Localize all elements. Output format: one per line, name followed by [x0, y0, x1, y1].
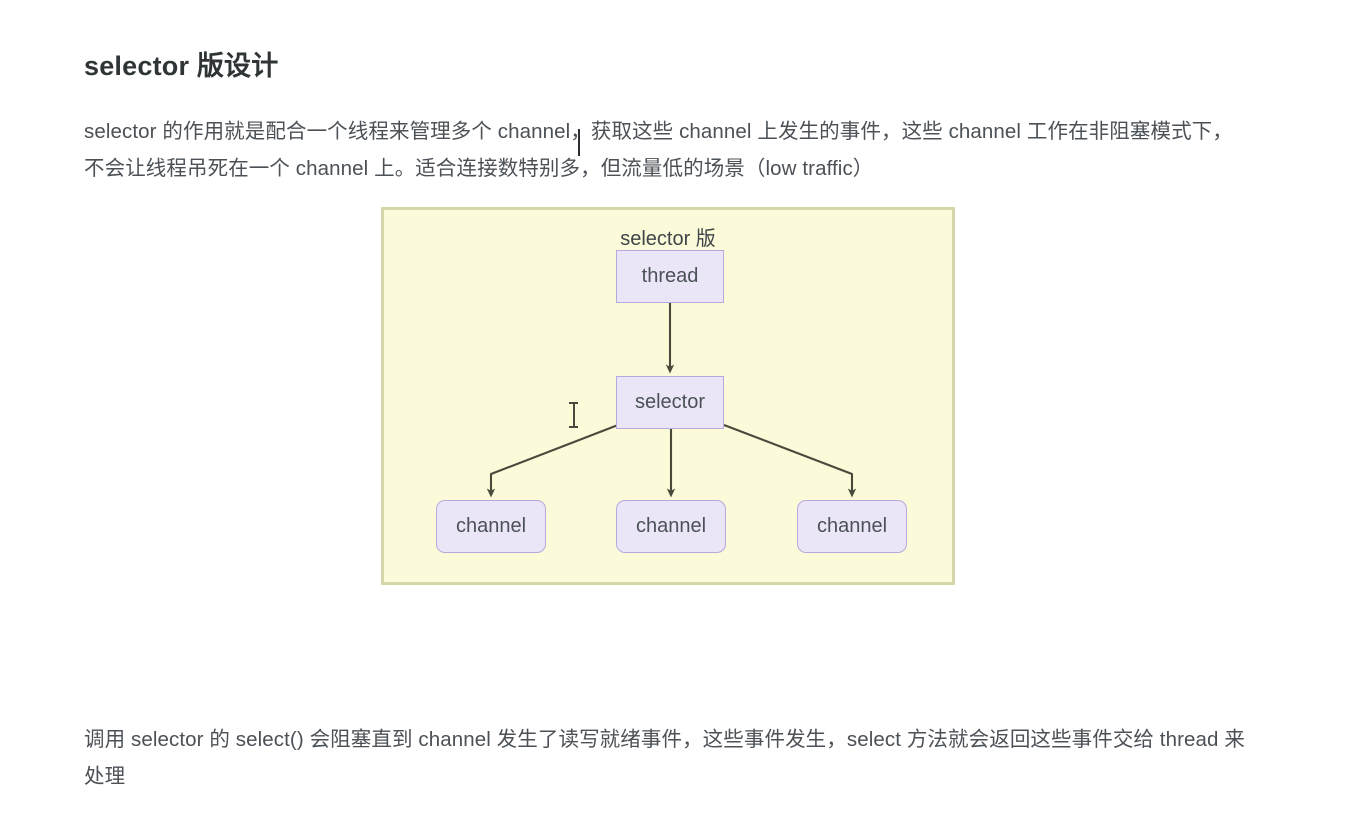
node-channel-2[interactable]: channel [616, 500, 726, 553]
ibeam-bottom-cap [569, 426, 578, 428]
selector-diagram: selector 版 thread selector channel chann… [381, 207, 955, 585]
node-thread[interactable]: thread [616, 250, 724, 303]
node-channel-1[interactable]: channel [436, 500, 546, 553]
page-title: selector 版设计 [84, 51, 279, 82]
intro-paragraph: selector 的作用就是配合一个线程来管理多个 channel，获取这些 c… [84, 119, 1233, 180]
text-caret [578, 129, 580, 156]
closing-paragraph: 调用 selector 的 select() 会阻塞直到 channel 发生了… [84, 727, 1245, 788]
ibeam-stem [573, 402, 575, 428]
edge-selector-to-channel1 [486, 424, 619, 498]
edge-selector-to-channel3 [723, 424, 857, 498]
node-selector[interactable]: selector [616, 376, 724, 429]
node-channel-3[interactable]: channel [797, 500, 907, 553]
diagram-title: selector 版 [620, 228, 716, 250]
mouse-text-cursor [569, 402, 578, 428]
